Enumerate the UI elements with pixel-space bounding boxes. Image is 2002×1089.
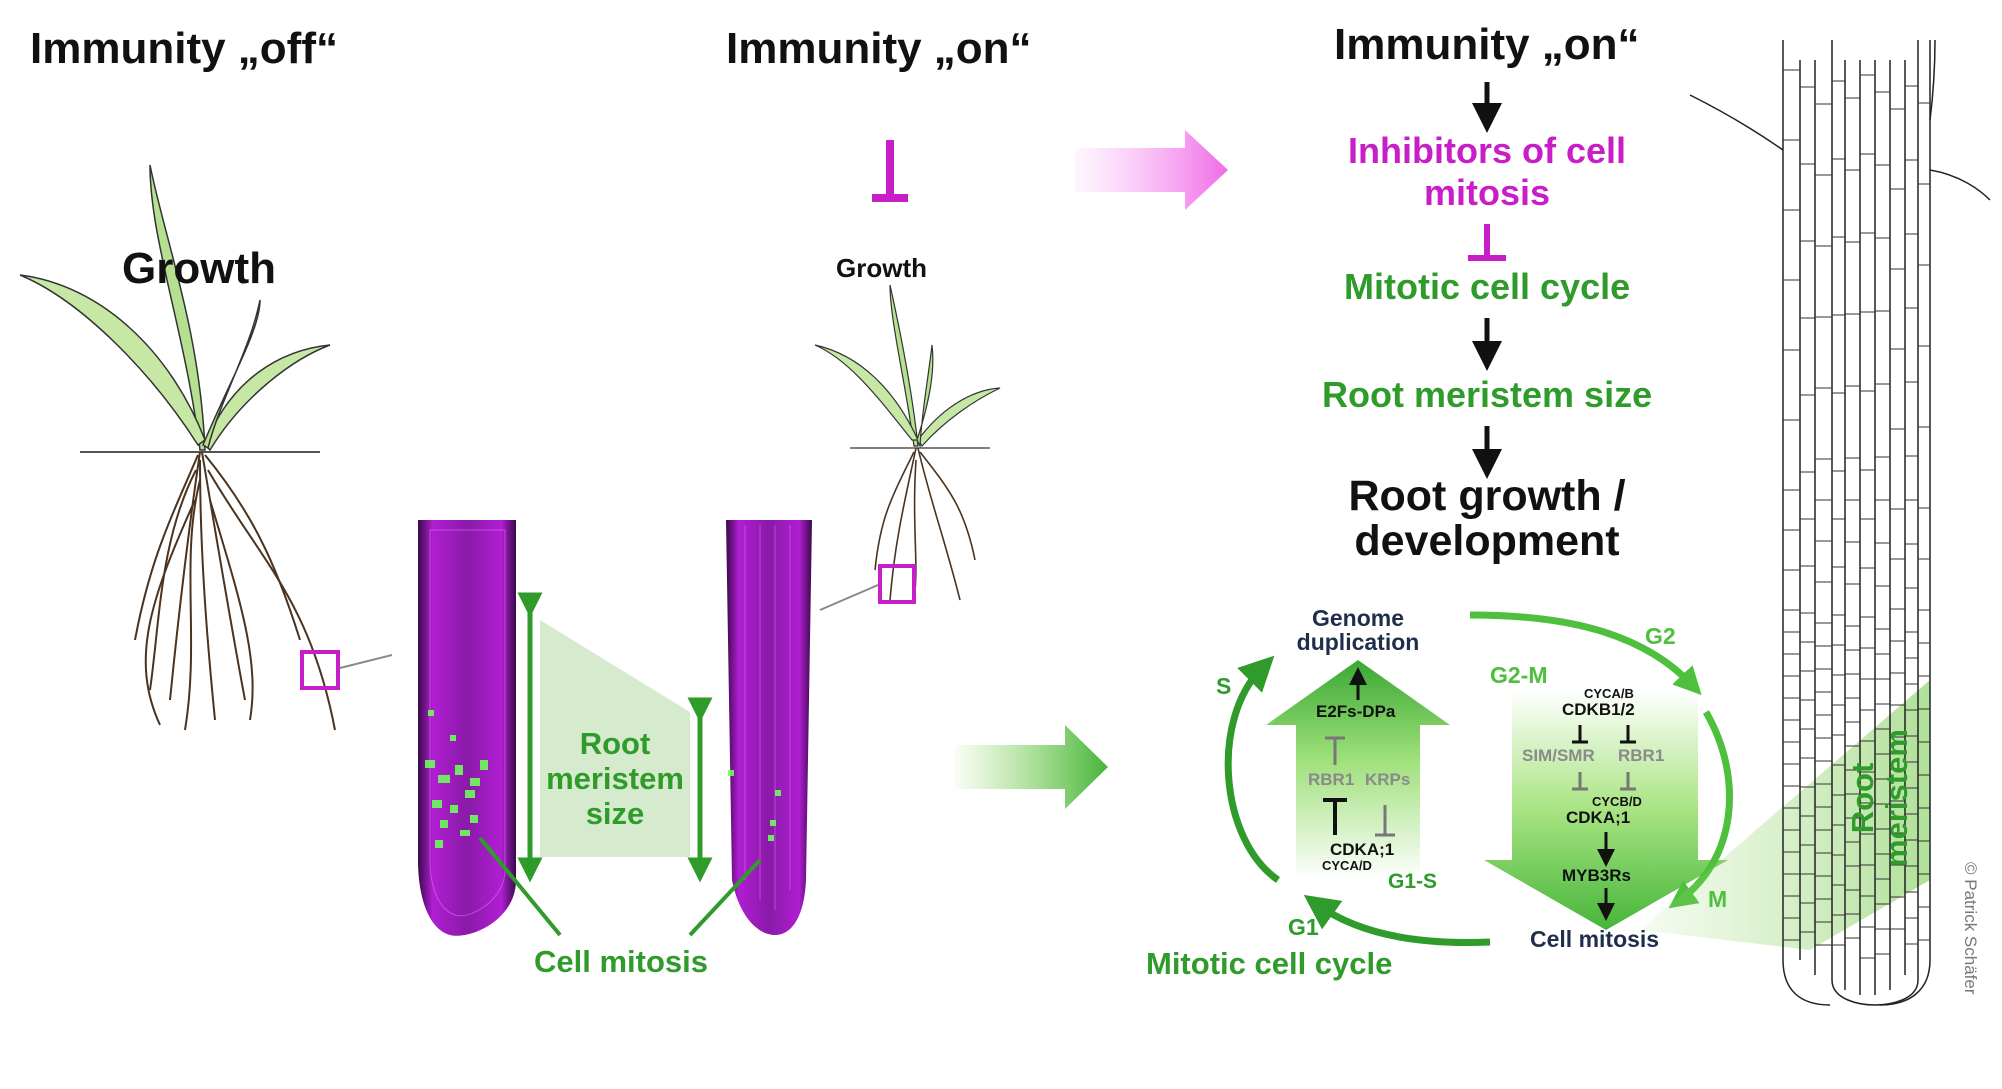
immunity-inhibition-symbol [872,140,908,202]
myb3rs-label: MYB3Rs [1562,866,1631,885]
root-tip-marker-right [878,564,916,604]
cdkb12-label: CDKB1/2 [1562,700,1635,719]
cycle-arc-g2 [1469,611,1702,696]
root-cell-rungs [1783,69,1930,959]
e2fs-dpa-label: E2Fs-DPa [1316,702,1396,721]
cycle-arc-s [1224,655,1281,883]
genome-duplication-label: Genome duplication [1296,605,1420,655]
immunity-on-title-right: Immunity „on“ [1334,20,1640,69]
rbr1-label-left: RBR1 [1308,770,1355,789]
g1-phase-label: G1 [1288,914,1319,940]
g1s-internal-arrows [1323,667,1395,837]
root-tip-marker-left [300,650,340,690]
cdka1-label-left: CDKA;1 [1330,840,1395,859]
green-transition-arrow [955,725,1108,809]
cdka1-label-right: CDKA;1 [1566,808,1631,827]
krps-label: KRPs [1365,770,1411,789]
cell-mitosis-pointer-right [688,858,762,937]
small-plant-illustration [814,284,1001,601]
cell-mitosis-pointer-left [478,836,562,937]
meristem-size-fan [540,620,690,857]
cyca-b-label: CYCA/B [1584,686,1634,701]
cell-mitosis-label-right: Cell mitosis [1530,926,1660,952]
sim-smr-label: SIM/SMR [1522,746,1595,765]
m-phase-label: M [1708,886,1728,912]
large-plant-illustration [19,164,336,731]
root-cell-drawing [1689,39,1991,1006]
immunity-off-title: Immunity „off“ [30,24,338,73]
cascade-root-growth-development: Root growth / development [1348,472,1626,565]
g1s-phase-label: G1-S [1388,870,1438,893]
meristem-highlight-fan [1640,680,1930,950]
inhibitors-of-cell-mitosis: Inhibitors of cell mitosis [1347,130,1626,213]
growth-label-small: Growth [836,253,927,283]
root-micrograph-wide [418,520,516,936]
cycb-d-label: CYCB/D [1592,794,1642,809]
pink-transition-arrow [1075,130,1228,210]
g2m-internal-arrows [1572,725,1636,921]
root-meristem-size-label: Root meristem size [546,726,684,831]
s-phase-label: S [1216,673,1232,699]
g2-phase-label: G2 [1645,623,1676,649]
g1s-block-arrow [1266,660,1450,880]
cascade-root-meristem-size: Root meristem size [1322,374,1653,415]
immunity-on-title-middle: Immunity „on“ [726,24,1032,73]
g2m-phase-label: G2-M [1490,662,1548,688]
copyright-notice: © Patrick Schäfer [1961,862,1980,995]
root-meristem-rotated-label: Root meristem [1845,729,1914,867]
cascade-mitotic-cell-cycle: Mitotic cell cycle [1344,266,1631,307]
cascade-inhibition-bar [1468,224,1506,261]
cycle-arc-g1 [1303,894,1491,946]
cycle-mitotic-cell-cycle-label: Mitotic cell cycle [1146,946,1393,981]
cyca-d-label: CYCA/D [1322,858,1372,873]
cell-mitosis-label-left: Cell mitosis [534,944,708,979]
root-micrograph-narrow [726,520,812,935]
rbr1-label-right: RBR1 [1618,746,1665,765]
growth-label-large: Growth [122,244,276,293]
g2m-block-arrow [1484,690,1728,930]
